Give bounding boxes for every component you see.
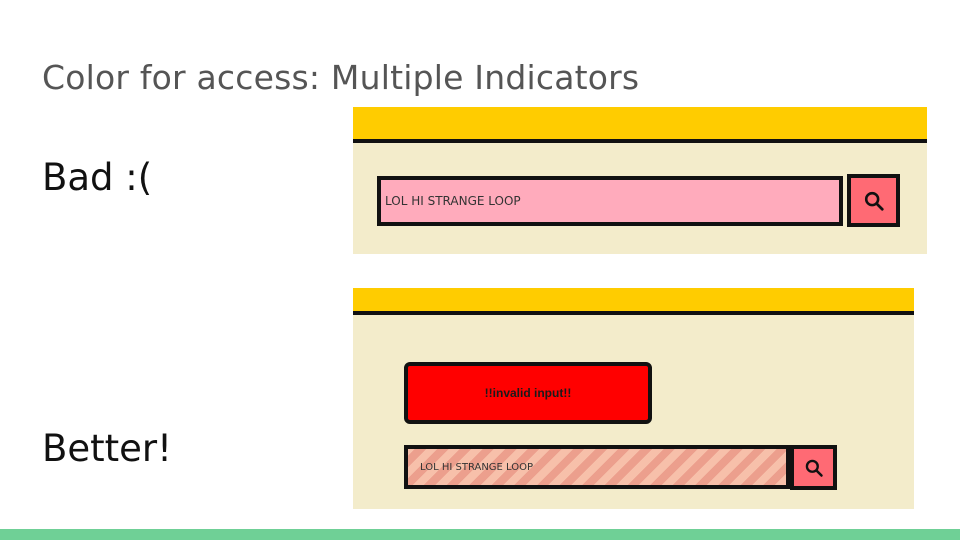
search-input-value: LOL HI STRANGE LOOP: [385, 194, 521, 208]
bad-label: Bad :(: [42, 156, 153, 199]
better-example-panel: !!invalid input!! LOL HI STRANGE LOOP: [353, 288, 914, 509]
search-input[interactable]: LOL HI STRANGE LOOP: [404, 445, 790, 489]
better-label: Better!: [42, 427, 172, 470]
error-message: !!invalid input!!: [404, 362, 652, 424]
error-message-text: !!invalid input!!: [484, 386, 572, 400]
accent-stripe: [0, 529, 960, 540]
slide-title: Color for access: Multiple Indicators: [42, 58, 640, 97]
header-bar: [353, 288, 914, 315]
search-button[interactable]: [790, 445, 837, 490]
search-button[interactable]: [847, 174, 900, 227]
search-icon: [805, 459, 823, 477]
search-input-value: LOL HI STRANGE LOOP: [420, 461, 534, 473]
bad-example-panel: LOL HI STRANGE LOOP: [353, 107, 927, 254]
search-input[interactable]: LOL HI STRANGE LOOP: [377, 176, 843, 226]
search-icon: [864, 191, 884, 211]
header-bar: [353, 107, 927, 143]
